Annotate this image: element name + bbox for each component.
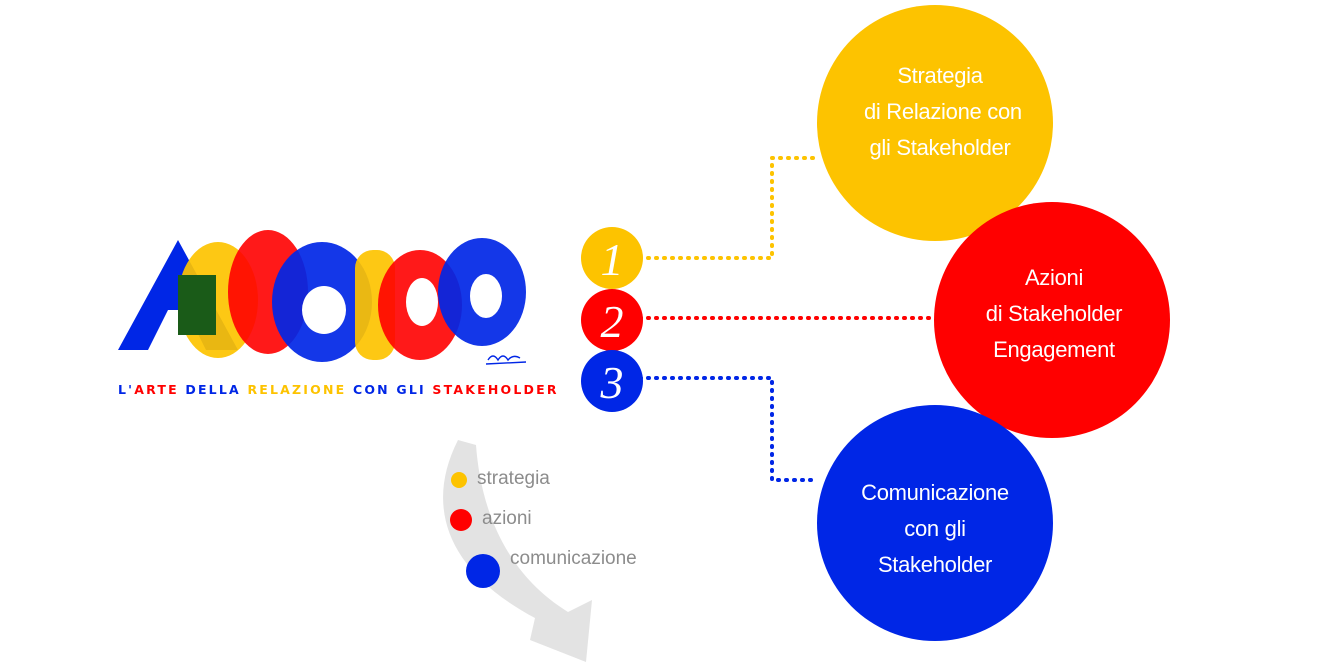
curved-arrow (443, 440, 592, 662)
label-comunicazione-line-2: con gli (904, 516, 966, 541)
circle-comunicazione (817, 405, 1053, 641)
logo-d-hole (406, 278, 438, 326)
label-strategia-line-1: Strategia (897, 63, 983, 88)
badge-1: 1 (581, 227, 643, 289)
label-comunicazione-line-3: Stakeholder (877, 552, 993, 577)
label-azioni-line-1: Azioni (1024, 265, 1084, 290)
label-strategia-line-2: di Relazione con (858, 99, 1022, 124)
label-comunicazione: Comunicazione con gli Stakeholder (825, 475, 1045, 583)
legend-label-strategia: strategia (477, 468, 550, 489)
legend-label-azioni: azioni (482, 508, 532, 529)
accordo-logo (118, 230, 527, 365)
tagline-della: DELLA (178, 382, 248, 397)
tagline-arte: ARTE (134, 382, 179, 397)
badge-3-number: 3 (600, 357, 624, 408)
circle-strategia (817, 5, 1053, 241)
label-azioni: Azioni di Stakeholder Engagement (944, 260, 1164, 368)
connector-1 (638, 156, 820, 260)
label-strategia-line-3: gli Stakeholder (869, 135, 1011, 160)
badge-3: 3 (581, 350, 643, 412)
tagline-relazione: RELAZIONE (247, 382, 347, 397)
connector-3 (638, 376, 820, 482)
tagline-con-gli: CON GLI (346, 382, 433, 397)
badge-2: 2 (581, 289, 643, 351)
badge-1-number: 1 (601, 234, 624, 285)
circle-azioni (934, 202, 1170, 438)
logo-o2-hole (470, 274, 502, 318)
legend-label-comunicazione: comunicazione (510, 548, 637, 569)
legend-dot-azioni (450, 509, 472, 531)
tagline-l: L' (118, 382, 135, 397)
legend-dot-comunicazione (466, 554, 500, 588)
label-strategia: Strategia di Relazione con gli Stakehold… (830, 58, 1050, 166)
logo-green-overlap (178, 275, 216, 335)
logo-o1-hole (302, 286, 346, 334)
label-comunicazione-line-1: Comunicazione (861, 480, 1009, 505)
logo-tagline: L'ARTE DELLA RELAZIONE CON GLI STAKEHOLD… (118, 382, 556, 397)
legend-dot-strategia (451, 472, 467, 488)
badge-2-number: 2 (601, 296, 624, 347)
logo-signature (485, 355, 527, 365)
label-azioni-line-3: Engagement (993, 337, 1115, 362)
label-azioni-line-2: di Stakeholder (985, 301, 1123, 326)
tagline-stakeholder: STAKEHOLDER (432, 382, 559, 397)
